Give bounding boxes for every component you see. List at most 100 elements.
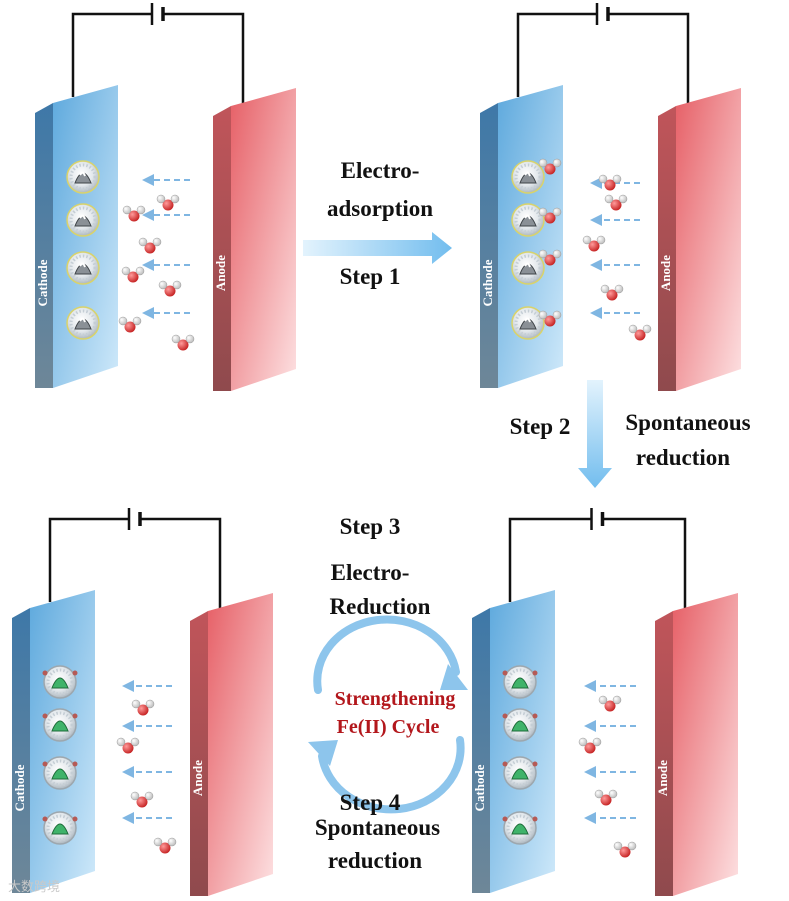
particle-texture [46,814,74,842]
particle-core-highlight [79,317,86,323]
particle-texture [514,206,542,234]
oxygen-atom [604,700,616,712]
circuit-wire-right [603,517,687,611]
water-molecule [158,280,182,297]
step4-label: Step 4 [339,790,401,815]
anode-plate-side [658,106,676,391]
circuit-wire-left [48,517,129,602]
water-molecule [116,737,140,754]
hydrogen-atom [594,789,604,799]
oxygen-atom [128,210,140,222]
particle [503,708,537,742]
anode-label: Anode [658,255,673,291]
particle-core-green [511,677,529,689]
surface-site-dot [502,761,508,767]
adsorbed-water [538,158,562,175]
step4-desc-line2: reduction [327,848,423,873]
hydrogen-atom [130,737,140,747]
particle-core-highlight [79,262,86,268]
oxygen-atom [136,796,148,808]
particle-core-green [51,677,69,689]
particle-core-highlight [524,171,531,177]
cathode-plate-side [480,103,498,388]
hydrogen-atom [598,695,608,705]
particle-texture [506,711,534,739]
hydrogen-atom [608,789,618,799]
particle-core-highlight [524,317,531,323]
surface-site-dot [72,713,78,719]
hydrogen-atom [132,316,142,326]
step2-desc-line1: Spontaneous [625,410,751,435]
hydrogen-atom [136,205,146,215]
cell-bottom-right: Cathode Anode [472,508,738,896]
surface-site-dot [72,670,78,676]
water-molecule [582,235,606,252]
step3-label: Step 3 [339,514,401,539]
hydrogen-atom [130,791,140,801]
particle-texture [46,711,74,739]
hydrogen-atom [618,194,628,204]
cycle-label-line1: Strengthening [334,688,456,710]
hydrogen-atom [538,158,548,168]
hydrogen-atom [538,207,548,217]
particle-core-green [51,720,69,732]
particle-texture [506,668,534,696]
particle-core-highlight [79,214,86,220]
water-molecule [604,194,628,211]
hydrogen-atom [642,324,652,334]
cathode-plate-side [472,608,490,893]
hydrogen-atom [170,194,180,204]
surface-site-dot [42,816,48,822]
water-molecule [600,284,624,301]
particle-core-green [51,823,69,835]
hydrogen-atom [122,205,132,215]
oxygen-atom [544,315,556,327]
hydrogen-atom [131,699,141,709]
circuit-wire-right [141,517,222,611]
oxygen-atom [588,240,600,252]
anode-label: Anode [655,760,670,796]
particle [43,665,77,699]
hydrogen-atom [153,837,163,847]
water-molecule [118,316,142,333]
hydrogen-atom [171,334,181,344]
hydrogen-atom [613,841,623,851]
oxygen-atom [544,163,556,175]
hydrogen-atom [144,791,154,801]
step4-desc-line1: Spontaneous [314,815,441,840]
water-molecule [130,791,154,808]
surface-site-dot [502,713,508,719]
hydrogen-atom [118,316,128,326]
cycle-label-line2: Fe(II) Cycle [336,716,440,738]
cycle-arrowhead-top [440,664,468,690]
cathode-label: Cathode [472,764,487,811]
oxygen-atom [144,242,156,254]
water-molecule [131,699,155,716]
particle [511,251,545,285]
water-molecule [598,174,622,191]
cycle-arrow-bottom [318,736,465,814]
surface-site-dot [532,816,538,822]
particle [66,160,100,194]
water-molecule [628,324,652,341]
hydrogen-atom [167,837,177,847]
hydrogen-atom [627,841,637,851]
oxygen-atom [162,199,174,211]
hydrogen-atom [596,235,606,245]
oxygen-atom [610,199,622,211]
cathode-label: Cathode [480,259,495,306]
particle [43,811,77,845]
process-arrows [303,232,612,814]
particle-texture [46,759,74,787]
water-molecule [121,266,145,283]
particle [511,160,545,194]
hydrogen-atom [116,737,126,747]
anode-plate [231,88,296,391]
particle-texture [69,206,97,234]
particle-core-green [511,768,529,780]
particle-core-highlight [79,171,86,177]
surface-site-dot [72,816,78,822]
cathode-label: Cathode [12,764,27,811]
